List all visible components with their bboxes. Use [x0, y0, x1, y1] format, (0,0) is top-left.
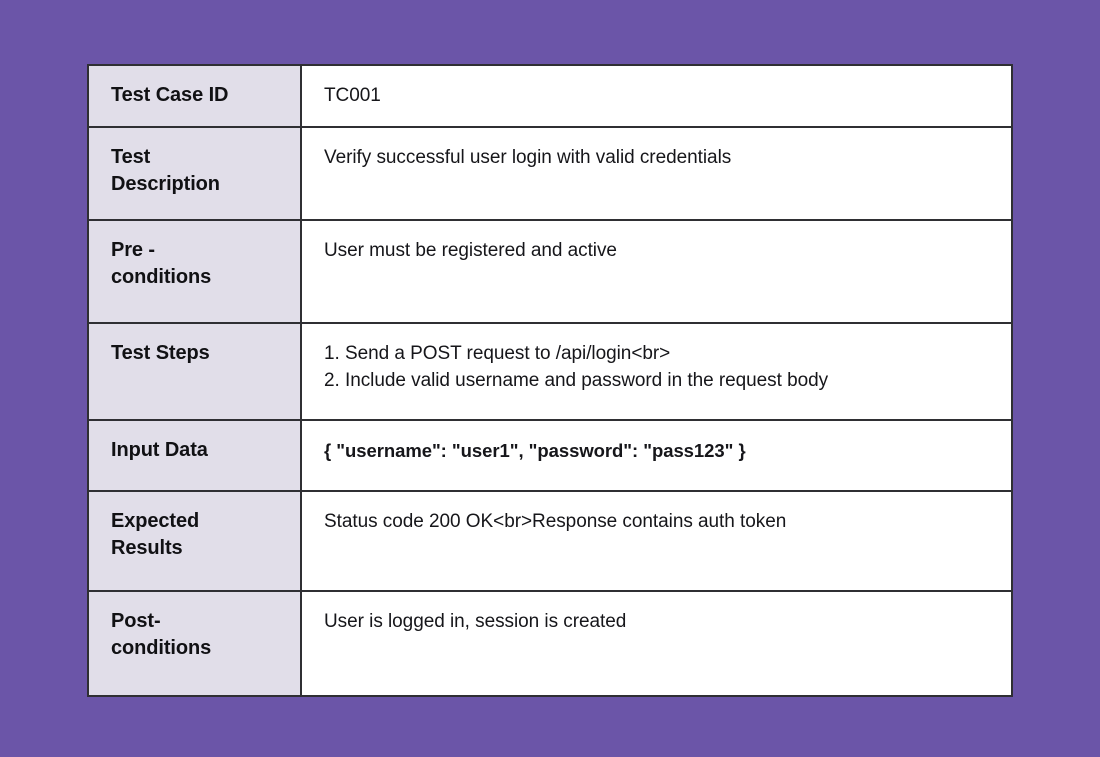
row-value-pre-conditions: User must be registered and active — [300, 218, 1013, 324]
test-case-table: Test Case ID TC001 Test Description Veri… — [87, 64, 1013, 697]
row-label-post-conditions: Post- conditions — [87, 589, 302, 697]
table-row: Input Data { "username": "user1", "passw… — [87, 418, 1013, 492]
row-label-test-case-id: Test Case ID — [87, 64, 302, 128]
row-label-pre-conditions: Pre - conditions — [87, 218, 302, 324]
table-row: Test Description Verify successful user … — [87, 125, 1013, 221]
row-value-expected-results: Status code 200 OK<br>Response contains … — [300, 489, 1013, 592]
row-value-input-data: { "username": "user1", "password": "pass… — [300, 418, 1013, 492]
row-label-test-description: Test Description — [87, 125, 302, 221]
row-value-test-case-id: TC001 — [300, 64, 1013, 128]
row-value-test-steps: 1. Send a POST request to /api/login<br>… — [300, 321, 1013, 421]
row-value-test-description: Verify successful user login with valid … — [300, 125, 1013, 221]
table-row: Post- conditions User is logged in, sess… — [87, 589, 1013, 697]
table-row: Pre - conditions User must be registered… — [87, 218, 1013, 324]
table-row: Test Case ID TC001 — [87, 64, 1013, 128]
row-label-expected-results: Expected Results — [87, 489, 302, 592]
table-row: Expected Results Status code 200 OK<br>R… — [87, 489, 1013, 592]
table-row: Test Steps 1. Send a POST request to /ap… — [87, 321, 1013, 421]
test-case-table-body: Test Case ID TC001 Test Description Veri… — [87, 64, 1013, 697]
row-label-test-steps: Test Steps — [87, 321, 302, 421]
row-value-post-conditions: User is logged in, session is created — [300, 589, 1013, 697]
row-label-input-data: Input Data — [87, 418, 302, 492]
